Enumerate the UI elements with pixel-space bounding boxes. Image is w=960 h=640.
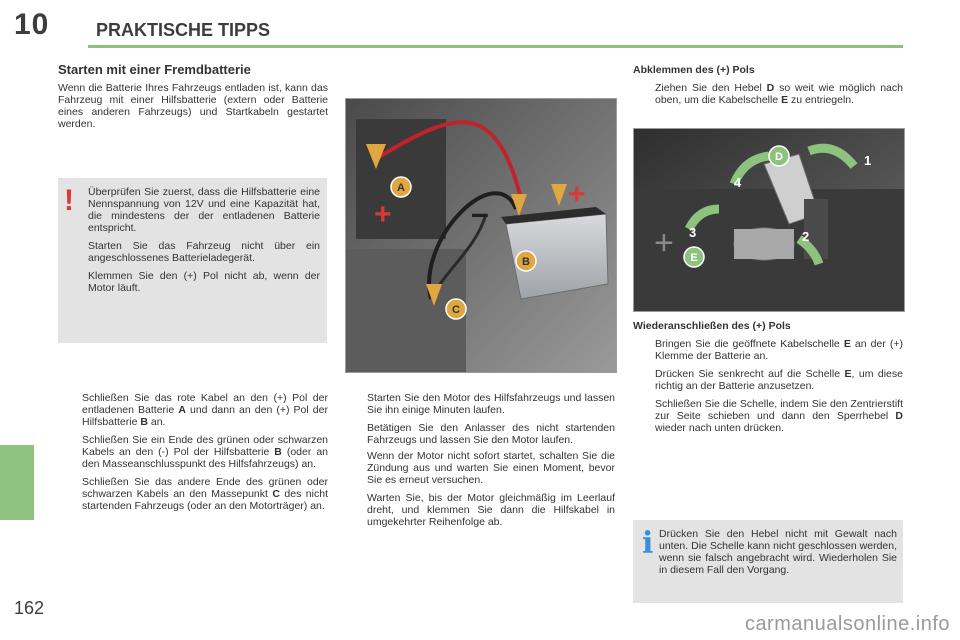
chapter-side-tab [0,445,34,520]
list-item: Schließen Sie ein Ende des grünen oder s… [82,434,328,470]
label-3: 3 [689,225,696,240]
label-a-badge [390,176,412,198]
arrow-4-icon [729,151,770,186]
warning-box: ! Überprüfen Sie zuerst, dass die Hilfsb… [58,178,327,343]
arrow-1-icon [807,143,858,169]
section-intro: Wenn die Batterie Ihres Fahrzeugs entlad… [58,82,328,130]
clamp-a-icon [366,144,386,169]
label-1: 1 [864,153,871,168]
terminal-clamp-figure: + D E 1 2 3 4 [633,128,905,312]
page-number: 162 [14,598,45,618]
label-e-badge [683,246,705,268]
info-box: i Drücken Sie den Hebel nicht mit Gewalt… [633,520,903,603]
arrow-2-icon [796,235,824,266]
warning-paragraph: Starten Sie das Fahrzeug nicht über ein … [88,240,320,264]
list-item: Schließen Sie das rote Kabel an den (+) … [82,392,328,428]
chapter-title: PRAKTISCHE TIPPS [96,20,271,40]
helper-battery [505,213,609,300]
label-c: C [452,304,460,316]
label-d-badge [768,145,790,167]
list-item: Drücken Sie senkrecht auf die Schelle E,… [655,368,903,392]
chapter-number: 10 [14,8,50,41]
disconnect-title: Abklemmen des (+) Pols [633,64,755,76]
list-item: Betätigen Sie den Anlasser des nicht sta… [367,422,615,446]
arrow-3-icon [684,204,720,232]
red-cable [374,120,523,200]
minus-sign-b: – [471,195,489,231]
plus-sign-a: + [374,198,392,231]
warning-icon: ! [64,184,74,217]
section-title: Starten mit einer Fremdbatterie [58,62,251,77]
disconnect-steps-list: Ziehen Sie den Hebel D so weit wie mögli… [633,82,903,112]
info-text: Drücken Sie den Hebel nicht mit Gewalt n… [659,528,897,576]
warning-text: Überprüfen Sie zuerst, dass die Hilfsbat… [88,186,320,300]
start-steps-list: Starten Sie den Motor des Hilfsfahrzeugs… [345,392,615,534]
connect-steps-list: Schließen Sie das rote Kabel an den (+) … [60,392,328,518]
watermark: carmanualsonline.info [744,613,950,635]
label-e: E [690,252,697,264]
header-rule [88,45,903,48]
info-icon: i [642,526,654,561]
label-2: 2 [802,229,809,244]
plus-marking: + [654,224,674,262]
reconnect-title: Wiederanschließen des (+) Pols [633,320,791,332]
label-b: B [522,256,530,268]
list-item-continuation: Wenn der Motor nicht sofort startet, sch… [367,450,615,486]
plus-sign-b: + [568,178,586,211]
clamp-body [734,229,794,259]
label-a: A [397,182,405,194]
list-item: Ziehen Sie den Hebel D so weit wie mögli… [655,82,903,106]
black-cable [427,191,518,300]
list-item: Schließen Sie das andere Ende des grünen… [82,476,328,512]
reconnect-steps-list: Bringen Sie die geöffnete Kabelschelle E… [633,338,903,440]
list-item: Bringen Sie die geöffnete Kabelschelle E… [655,338,904,362]
clamp-c-icon [426,284,442,306]
warning-paragraph: Überprüfen Sie zuerst, dass die Hilfsbat… [88,186,320,234]
jump-start-figure: A B C + + – [345,98,617,373]
label-d: D [775,151,783,163]
battery-top [501,207,606,224]
label-4: 4 [734,175,742,190]
clamp-b-pos-icon [551,184,567,206]
list-item: Starten Sie den Motor des Hilfsfahrzeugs… [367,392,615,416]
list-item: Warten Sie, bis der Motor gleichmäßig im… [367,492,615,528]
label-b-badge [515,250,537,272]
warning-paragraph: Klemmen Sie den (+) Pol nicht ab, wenn d… [88,270,320,294]
label-c-badge [445,298,467,320]
clamp-b-neg-icon [511,194,527,216]
list-item: Schließen Sie die Schelle, indem Sie den… [655,398,903,434]
